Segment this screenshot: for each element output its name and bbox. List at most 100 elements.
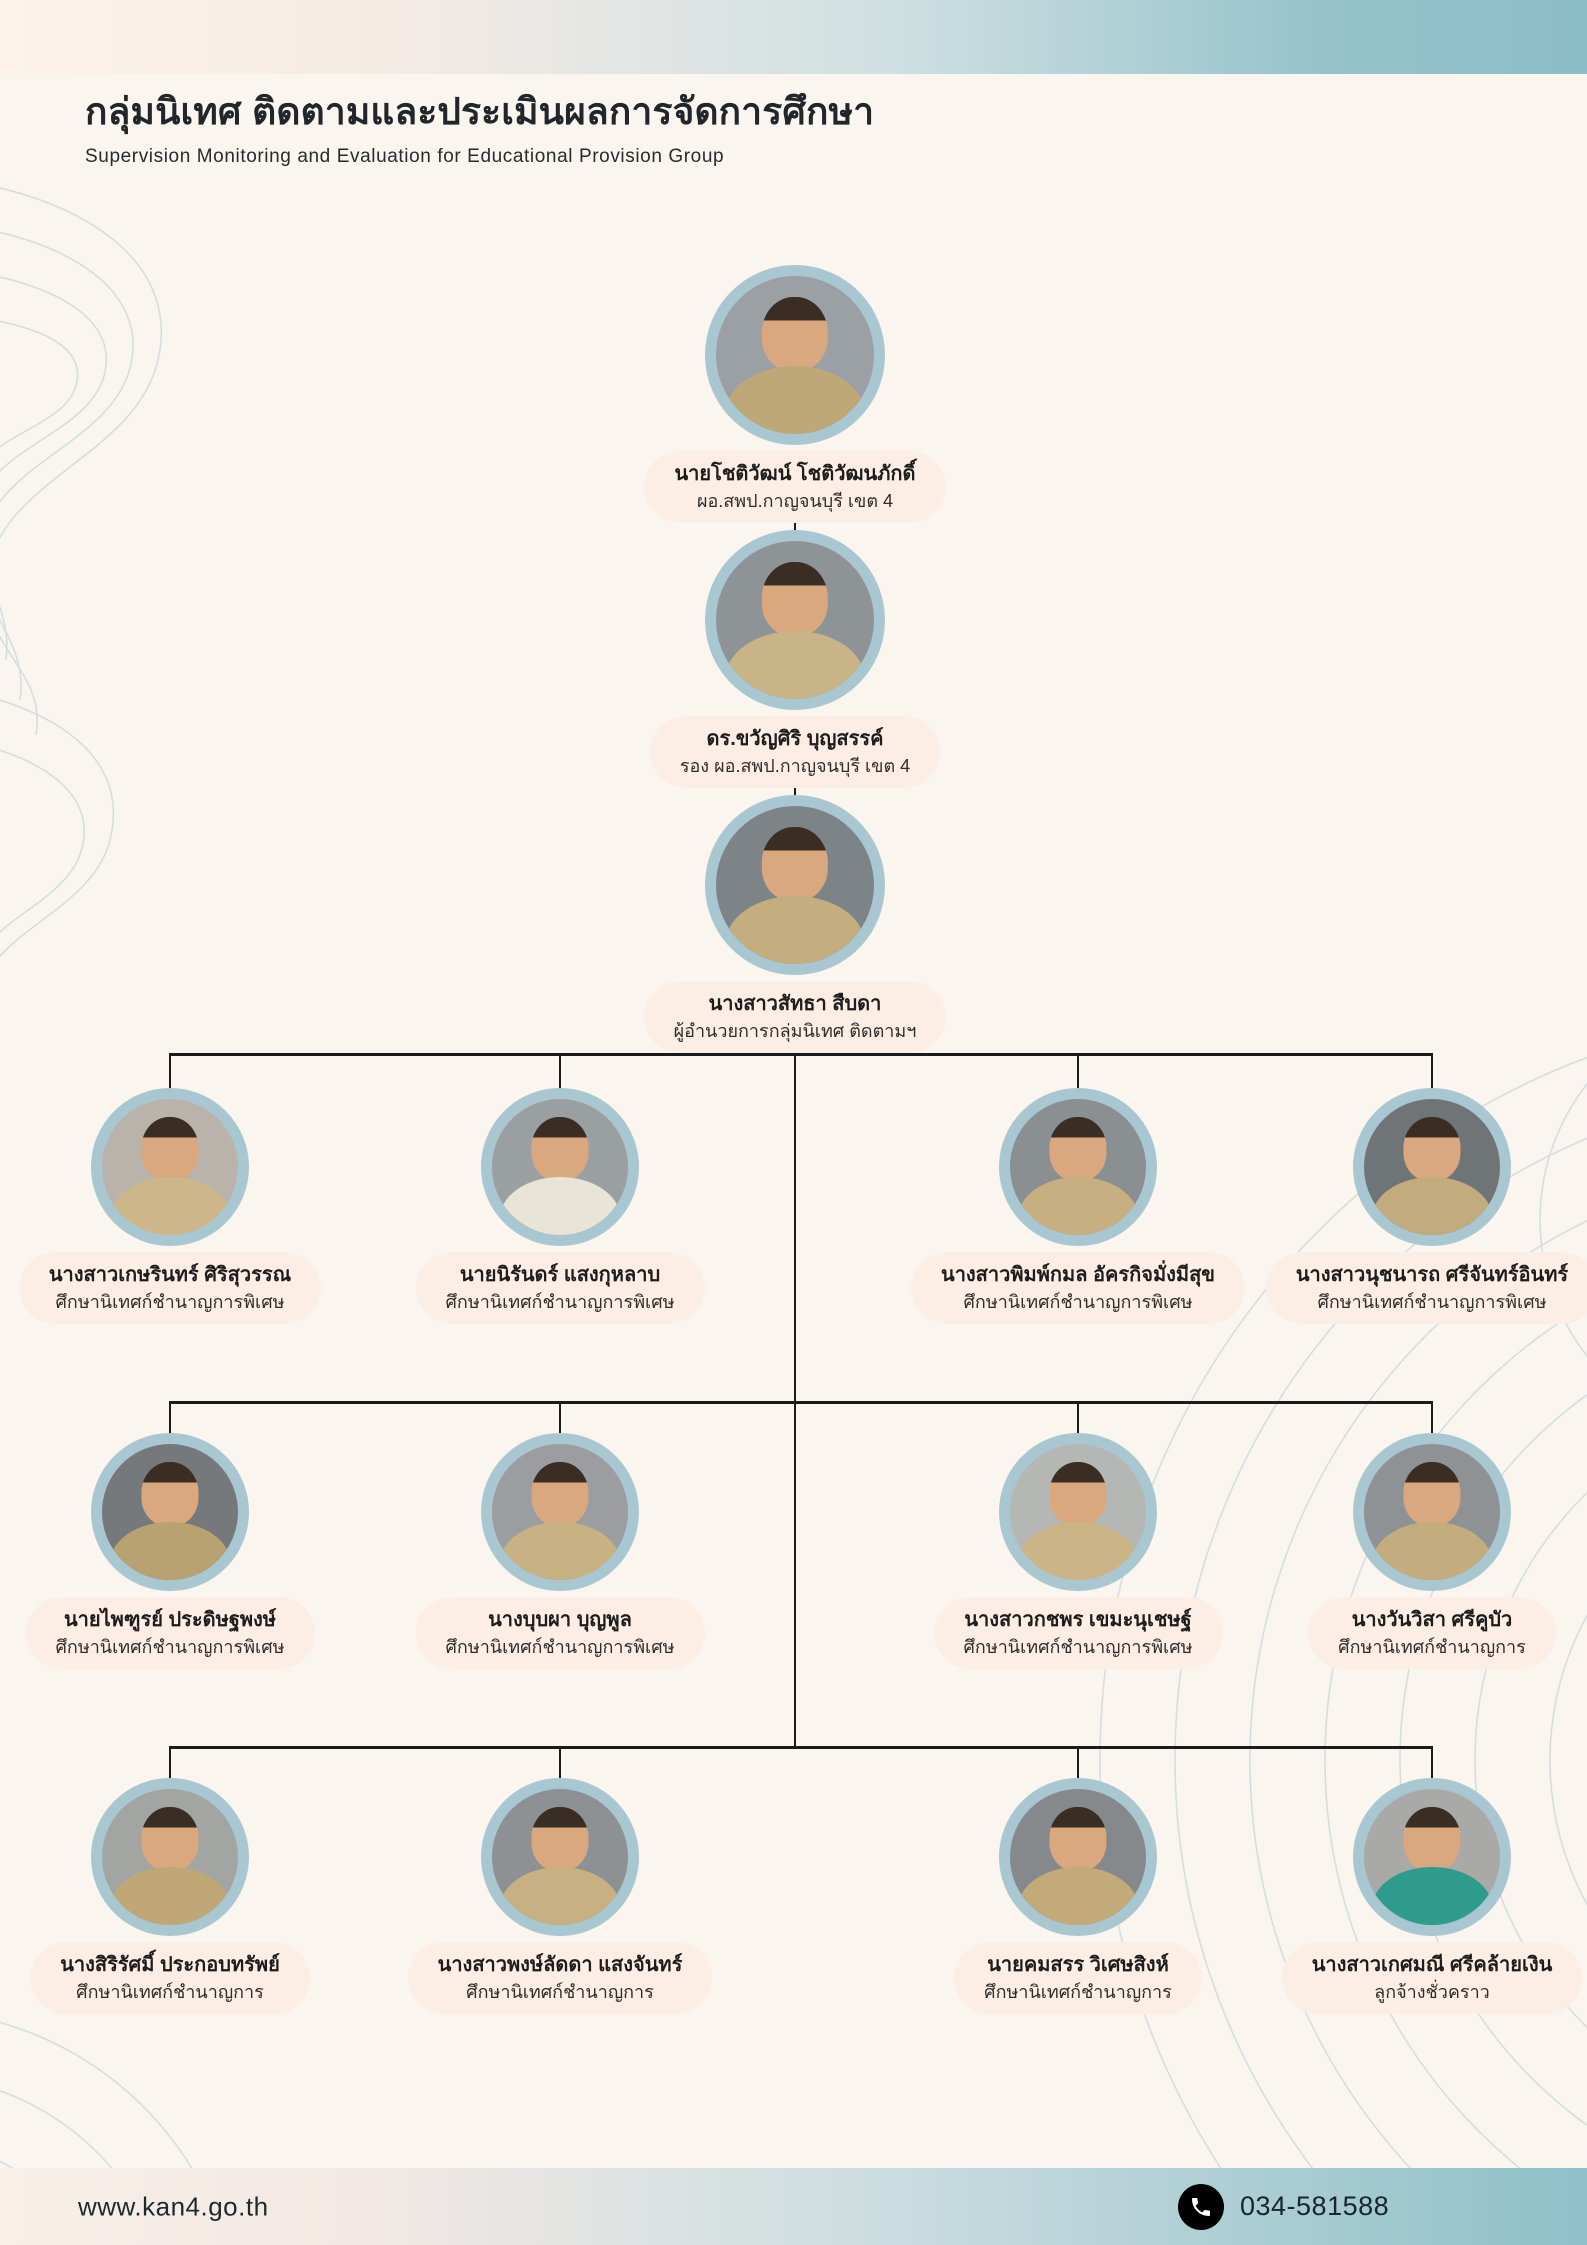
connector-line (1077, 1749, 1079, 1778)
person-role: ศึกษานิเทศก์ชำนาญการพิเศษ (963, 1637, 1193, 1657)
person-role: ศึกษานิเทศก์ชำนาญการพิเศษ (445, 1292, 675, 1312)
org-node-supervisor: นางสาวพิมพ์กมล อัครกิจมั่งมีสุข ศึกษานิเ… (878, 1088, 1278, 1325)
avatar (999, 1088, 1157, 1246)
person-name: นายไพฑูรย์ ประดิษฐพงษ์ (63, 1609, 276, 1631)
org-node-supervisor: นายนิรันดร์ แสงกุหลาบ ศึกษานิเทศก์ชำนาญก… (360, 1088, 760, 1325)
org-node-supervisor: นางบุบผา บุญพูล ศึกษานิเทศก์ชำนาญการพิเศ… (360, 1433, 760, 1670)
org-node-group-director: นางสาวสัทธา สืบดา ผู้อำนวยการกลุ่มนิเทศ … (595, 795, 995, 1054)
page-subtitle: Supervision Monitoring and Evaluation fo… (85, 145, 725, 167)
person-name: นางสาวพิมพ์กมล อัครกิจมั่งมีสุข (941, 1264, 1215, 1286)
avatar (481, 1088, 639, 1246)
name-card: นางสาวสัทธา สืบดา ผู้อำนวยการกลุ่มนิเทศ … (643, 981, 947, 1054)
person-role: ผอ.สพป.กาญจนบุรี เขต 4 (696, 491, 894, 511)
avatar (481, 1433, 639, 1591)
avatar (481, 1778, 639, 1936)
connector-line (559, 1749, 561, 1778)
name-card: นางสาวกชพร เขมะนุเชษฐ์ ศึกษานิเทศก์ชำนาญ… (933, 1597, 1223, 1670)
connector-line (1431, 1749, 1433, 1778)
avatar (91, 1433, 249, 1591)
person-name: นางสาวเกศมณี ศรีคล้ายเงิน (1311, 1954, 1553, 1976)
person-name: นางสาวสัทธา สืบดา (708, 993, 882, 1015)
avatar (1353, 1433, 1511, 1591)
person-name: นางบุบผา บุญพูล (488, 1609, 632, 1631)
footer-banner: www.kan4.go.th 034-581588 (0, 2168, 1587, 2245)
person-role: ศึกษานิเทศก์ชำนาญการ (466, 1982, 654, 2002)
name-card: นางบุบผา บุญพูล ศึกษานิเทศก์ชำนาญการพิเศ… (415, 1597, 705, 1670)
name-card: นางสาวพิมพ์กมล อัครกิจมั่งมีสุข ศึกษานิเ… (911, 1252, 1245, 1325)
connector-bar (169, 1746, 1433, 1749)
person-role: ศึกษานิเทศก์ชำนาญการพิเศษ (445, 1637, 675, 1657)
org-node-staff: นางสาวเกศมณี ศรีคล้ายเงิน ลูกจ้างชั่วครา… (1232, 1778, 1587, 2015)
avatar (999, 1778, 1157, 1936)
avatar (91, 1088, 249, 1246)
person-name: นางวันวิสา ศรีคูบัว (1351, 1609, 1513, 1631)
phone-icon (1178, 2183, 1224, 2230)
avatar (1353, 1778, 1511, 1936)
name-card: นายนิรันดร์ แสงกุหลาบ ศึกษานิเทศก์ชำนาญก… (415, 1252, 705, 1325)
person-role: ลูกจ้างชั่วคราว (1374, 1982, 1490, 2002)
person-role: ศึกษานิเทศก์ชำนาญการพิเศษ (55, 1292, 285, 1312)
org-node-supervisor: นางวันวิสา ศรีคูบัว ศึกษานิเทศก์ชำนาญการ (1232, 1433, 1587, 1670)
name-card: นางสาวเกษรินทร์ ศิริสุวรรณ ศึกษานิเทศก์ช… (18, 1252, 322, 1325)
top-banner (0, 0, 1587, 74)
person-name: นางสิริรัศมิ์ ประกอบทรัพย์ (60, 1954, 280, 1976)
name-card: นางสาวนุชนารถ ศรีจันทร์อินทร์ ศึกษานิเทศ… (1265, 1252, 1587, 1325)
connector-trunk (794, 1056, 796, 1401)
person-role: ผู้อำนวยการกลุ่มนิเทศ ติดตามฯ (673, 1021, 917, 1041)
name-card: นายคมสรร วิเศษสิงห์ ศึกษานิเทศก์ชำนาญการ (954, 1942, 1202, 2015)
connector-line (1077, 1056, 1079, 1088)
name-card: นายไพฑูรย์ ประดิษฐพงษ์ ศึกษานิเทศก์ชำนาญ… (25, 1597, 315, 1670)
person-name: ดร.ขวัญศิริ บุญสรรค์ (706, 728, 884, 750)
person-role: ศึกษานิเทศก์ชำนาญการพิเศษ (963, 1292, 1193, 1312)
person-role: ศึกษานิเทศก์ชำนาญการพิเศษ (1317, 1292, 1547, 1312)
person-name: นางสาวกชพร เขมะนุเชษฐ์ (964, 1609, 1192, 1631)
connector-line (169, 1749, 171, 1778)
avatar (705, 530, 885, 710)
org-node-director: นายโชติวัฒน์ โชติวัฒนภักดิ์ ผอ.สพป.กาญจน… (595, 265, 995, 524)
avatar (999, 1433, 1157, 1591)
connector-line (559, 1056, 561, 1088)
connector-line (559, 1404, 561, 1433)
org-node-supervisor: นางสาวเกษรินทร์ ศิริสุวรรณ ศึกษานิเทศก์ช… (0, 1088, 370, 1325)
name-card: นางสาวพงษ์ลัดดา แสงจันทร์ ศึกษานิเทศก์ชำ… (407, 1942, 713, 2015)
connector-line (169, 1404, 171, 1433)
website-url: www.kan4.go.th (78, 2191, 269, 2221)
page-title: กลุ่มนิเทศ ติดตามและประเมินผลการจัดการศึ… (85, 91, 875, 132)
connector-line (794, 782, 796, 795)
person-name: นางสาวเกษรินทร์ ศิริสุวรรณ (48, 1264, 292, 1286)
connector-bar (169, 1401, 1433, 1404)
person-name: นายโชติวัฒน์ โชติวัฒนภักดิ์ (674, 463, 916, 485)
org-node-supervisor: นายคมสรร วิเศษสิงห์ ศึกษานิเทศก์ชำนาญการ (878, 1778, 1278, 2015)
person-name: นางสาวนุชนารถ ศรีจันทร์อินทร์ (1295, 1264, 1569, 1286)
connector-line (794, 517, 796, 530)
name-card: นางสาวเกศมณี ศรีคล้ายเงิน ลูกจ้างชั่วครา… (1281, 1942, 1583, 2015)
footer-contact: 034-581588 (1178, 2183, 1390, 2230)
person-role: ศึกษานิเทศก์ชำนาญการ (1338, 1637, 1526, 1657)
org-node-deputy-director: ดร.ขวัญศิริ บุญสรรค์ รอง ผอ.สพป.กาญจนบุร… (595, 530, 995, 789)
name-card: นายโชติวัฒน์ โชติวัฒนภักดิ์ ผอ.สพป.กาญจน… (644, 451, 946, 524)
header-titles: กลุ่มนิเทศ ติดตามและประเมินผลการจัดการศึ… (85, 86, 874, 168)
connector-line (169, 1056, 171, 1088)
avatar (91, 1778, 249, 1936)
name-card: ดร.ขวัญศิริ บุญสรรค์ รอง ผอ.สพป.กาญจนบุร… (649, 716, 941, 789)
org-node-supervisor: นางสิริรัศมิ์ ประกอบทรัพย์ ศึกษานิเทศก์ช… (0, 1778, 370, 2015)
connector-line (1077, 1404, 1079, 1433)
connector-line (1431, 1404, 1433, 1433)
connector-bar (169, 1053, 1433, 1056)
avatar (1353, 1088, 1511, 1246)
person-role: ศึกษานิเทศก์ชำนาญการ (984, 1982, 1172, 2002)
person-role: ศึกษานิเทศก์ชำนาญการพิเศษ (55, 1637, 285, 1657)
name-card: นางสิริรัศมิ์ ประกอบทรัพย์ ศึกษานิเทศก์ช… (30, 1942, 310, 2015)
connector-line (1431, 1056, 1433, 1088)
person-role: รอง ผอ.สพป.กาญจนบุรี เขต 4 (679, 756, 911, 776)
person-name: นายนิรันดร์ แสงกุหลาบ (459, 1264, 661, 1286)
name-card: นางวันวิสา ศรีคูบัว ศึกษานิเทศก์ชำนาญการ (1308, 1597, 1556, 1670)
phone-number: 034-581588 (1240, 2191, 1390, 2221)
avatar (705, 265, 885, 445)
person-role: ศึกษานิเทศก์ชำนาญการ (76, 1982, 264, 2002)
org-node-supervisor: นางสาวกชพร เขมะนุเชษฐ์ ศึกษานิเทศก์ชำนาญ… (878, 1433, 1278, 1670)
org-node-supervisor: นางสาวพงษ์ลัดดา แสงจันทร์ ศึกษานิเทศก์ชำ… (360, 1778, 760, 2015)
connector-trunk (794, 1404, 796, 1746)
person-name: นางสาวพงษ์ลัดดา แสงจันทร์ (437, 1954, 683, 1976)
